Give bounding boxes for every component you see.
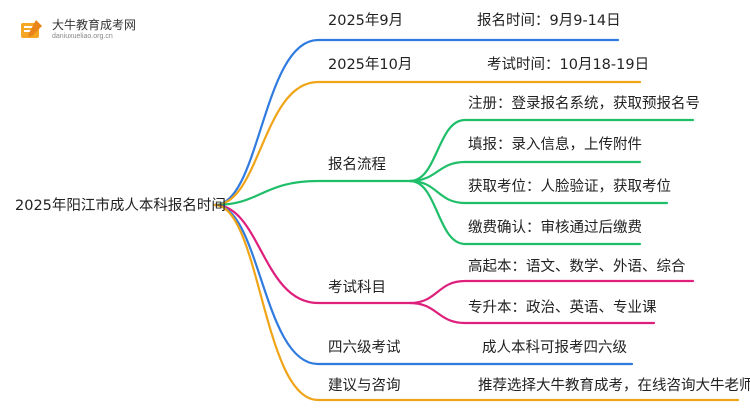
leaf-connector	[408, 279, 695, 305]
leaf-connector	[408, 179, 642, 246]
leaf-label: 缴费确认：审核通过后缴费	[468, 220, 642, 236]
leaf-connector	[408, 160, 642, 183]
leaf-label: 成人本科可报考四六级	[482, 340, 627, 356]
leaf-label: 获取考位：人脸验证，获取考位	[468, 179, 671, 195]
branch-connector	[213, 203, 412, 402]
branch-label: 四六级考试	[328, 340, 401, 356]
branch-connector	[213, 179, 412, 207]
logo-title: 大牛教育成考网	[52, 18, 137, 32]
leaf-label: 专升本：政治、英语、专业课	[468, 300, 657, 316]
leaf-label: 填报：录入信息，上传附件	[468, 137, 642, 153]
leaf-label: 报名时间：9月9-14日	[477, 13, 621, 29]
branch-connector	[213, 38, 439, 207]
logo-url: daniuxueliao.org.cn	[52, 33, 113, 40]
site-logo[interactable]: 大牛教育成考网 daniuxueliao.org.cn	[14, 12, 164, 48]
leaf-label: 考试时间：10月18-19日	[487, 57, 650, 73]
leaf-label: 推荐选择大牛教育成考，在线咨询大牛老师	[478, 378, 750, 394]
root-topic: 2025年阳江市成人本科报名时间	[15, 198, 226, 214]
branch-connector	[213, 203, 412, 305]
branch-label: 建议与咨询	[328, 378, 401, 394]
branch-label: 2025年10月	[328, 57, 413, 73]
branch-label: 报名流程	[328, 157, 386, 173]
book-pencil-icon	[21, 20, 42, 38]
leaf-label: 高起本：语文、数学、外语、综合	[468, 259, 686, 275]
leaf-connector	[408, 179, 669, 205]
branch-connector	[213, 80, 439, 207]
leaf-label: 注册：登录报名系统，获取预报名号	[468, 96, 700, 112]
leaf-connector	[408, 301, 656, 325]
branch-label: 2025年9月	[328, 13, 404, 29]
leaf-connector	[408, 118, 695, 183]
branch-label: 考试科目	[328, 280, 386, 296]
